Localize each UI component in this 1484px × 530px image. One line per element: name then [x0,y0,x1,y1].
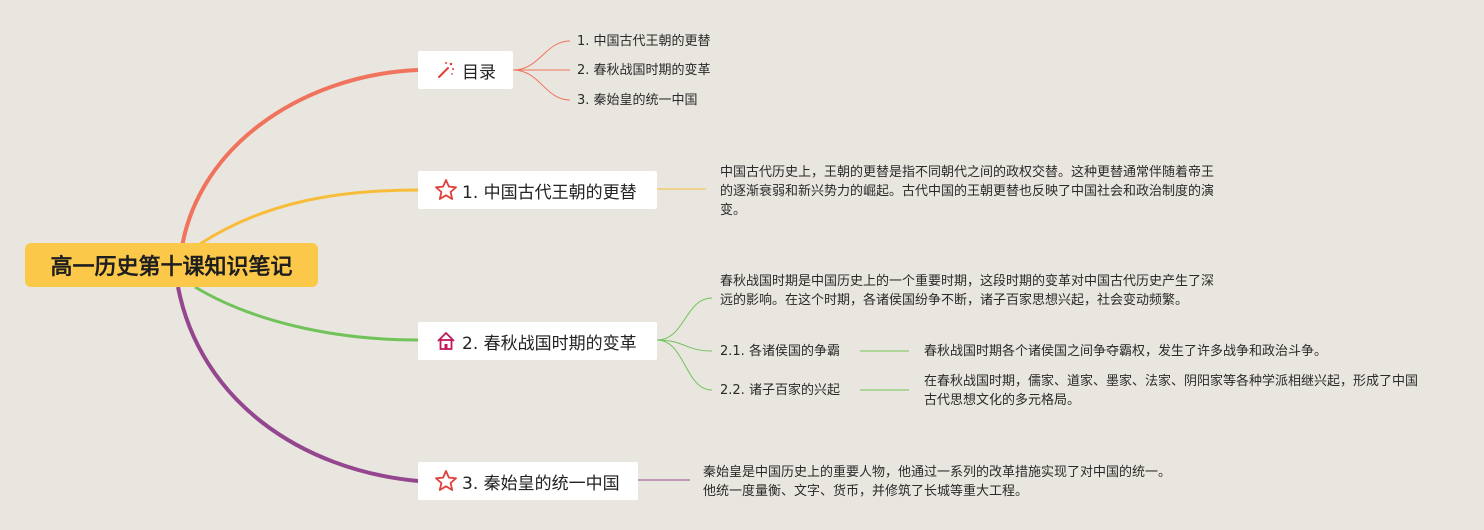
toc-label: 目录 [462,62,496,83]
topic2-node[interactable]: 2. 春秋战国时期的变革 [418,322,657,360]
toc-item-1[interactable]: 1. 中国古代王朝的更替 [577,34,711,49]
topic3-node[interactable]: 3. 秦始皇的统一中国 [418,462,638,500]
central-topic[interactable]: 高一历史第十课知识笔记 [25,243,318,287]
topic3-label: 3. 秦始皇的统一中国 [462,473,620,494]
toc-node[interactable]: 目录 [418,51,513,89]
topic2-label: 2. 春秋战国时期的变革 [462,333,637,354]
house-icon [434,329,458,353]
star-icon [434,469,458,493]
topic1-label: 1. 中国古代王朝的更替 [462,182,637,203]
topic3-description: 秦始皇是中国历史上的重要人物，他通过一系列的改革措施实现了对中国的统一。他统一度… [703,465,1172,499]
topic1-description: 中国古代历史上，王朝的更替是指不同朝代之间的政权交替。这种更替通常伴随着帝王的逐… [720,165,1215,218]
subtopic-2-2-description: 在春秋战国时期，儒家、道家、墨家、法家、阴阳家等各种学派相继兴起，形成了中国古代… [924,374,1419,408]
topic2-description: 春秋战国时期是中国历史上的一个重要时期，这段时期的变革对中国古代历史产生了深远的… [720,274,1215,308]
subtopic-2-2[interactable]: 2.2. 诸子百家的兴起 [720,383,840,398]
subtopic-2-1-description: 春秋战国时期各个诸侯国之间争夺霸权，发生了许多战争和政治斗争。 [924,344,1328,359]
toc-item-2[interactable]: 2. 春秋战国时期的变革 [577,63,711,78]
toc-item-3[interactable]: 3. 秦始皇的统一中国 [577,93,698,108]
star-icon [434,178,458,202]
magic-wand-icon [434,58,458,82]
topic1-node[interactable]: 1. 中国古代王朝的更替 [418,171,657,209]
subtopic-2-1[interactable]: 2.1. 各诸侯国的争霸 [720,344,840,359]
